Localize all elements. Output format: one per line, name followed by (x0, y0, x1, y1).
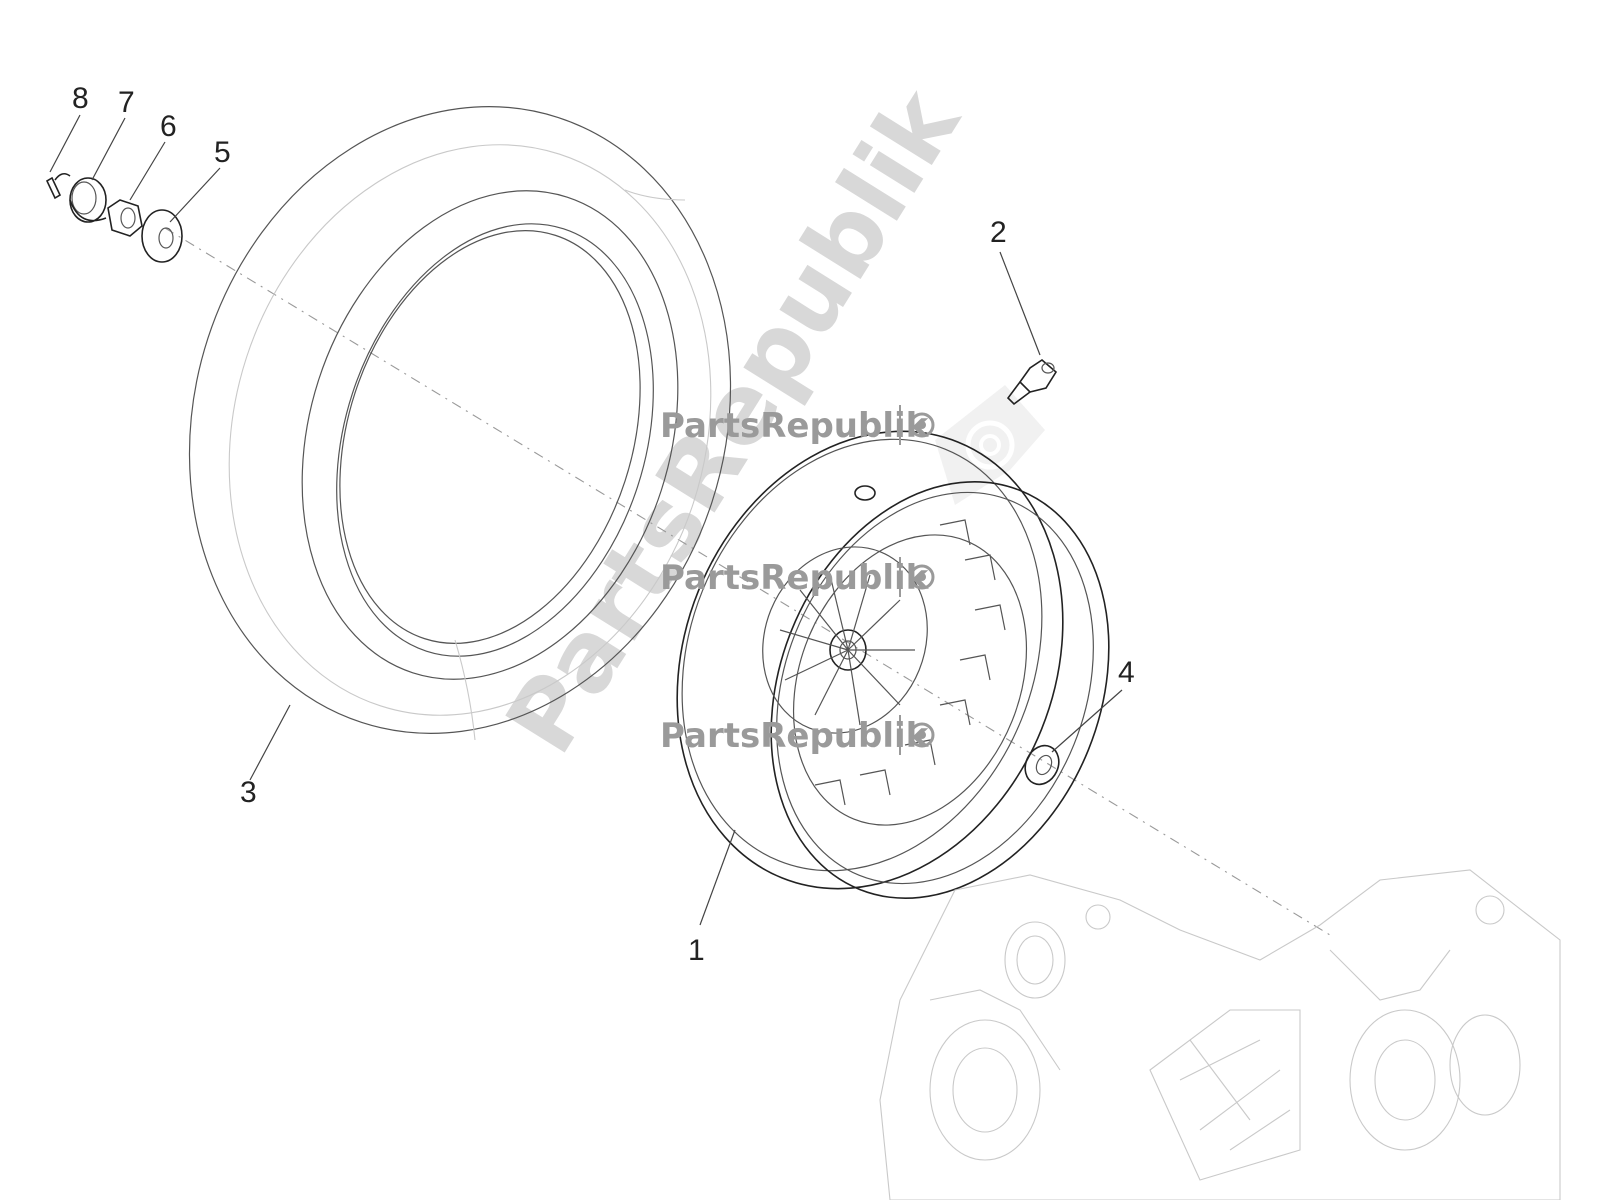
engine-casing (879, 869, 1561, 1200)
washer-5 (141, 209, 183, 263)
callout-2: 2 (990, 216, 1007, 249)
washer-4 (1024, 744, 1060, 786)
castle-cap (69, 177, 107, 223)
valve-stem (1006, 358, 1058, 406)
watermark-gear-badge (935, 385, 1045, 505)
leader-lines (49, 114, 1123, 926)
svg-text:PartsRepublik: PartsRepublik (660, 558, 930, 598)
callout-4: 4 (1118, 656, 1135, 689)
callout-3: 3 (240, 776, 257, 809)
callout-1: 1 (688, 934, 705, 967)
callout-6: 6 (160, 110, 177, 143)
svg-text:PartsRepublik: PartsRepublik (660, 716, 930, 756)
watermark-1: PartsRepublik (660, 405, 935, 446)
watermark-2: PartsRepublik (660, 557, 935, 598)
callout-8: 8 (72, 82, 89, 115)
gear-icon (909, 564, 935, 590)
watermark-3: PartsRepublik (660, 715, 935, 756)
gear-icon (909, 412, 935, 438)
svg-text:PartsRepublik: PartsRepublik (660, 406, 930, 446)
callout-5: 5 (214, 136, 231, 169)
callout-7: 7 (118, 86, 135, 119)
hex-nut (107, 199, 143, 237)
wheel-rim (676, 430, 1110, 899)
cotter-pin (45, 172, 71, 200)
gear-icon (909, 722, 935, 748)
center-axis (164, 227, 1331, 936)
tire (188, 106, 732, 741)
